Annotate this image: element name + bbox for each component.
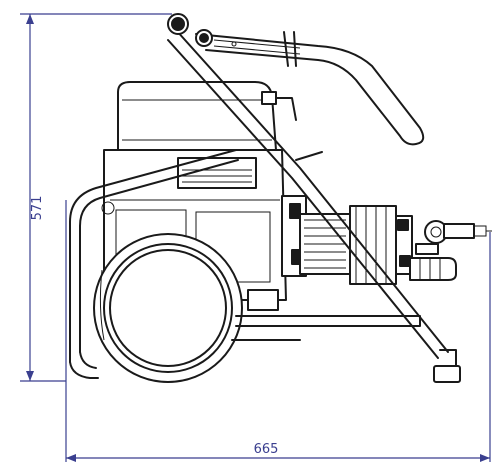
wheel — [93, 233, 243, 383]
width-dimension: 665 — [65, 200, 491, 462]
handle-frame — [167, 13, 461, 383]
base-rail — [231, 315, 421, 341]
height-dimension-label: 571 — [30, 196, 45, 221]
height-dimension: 571 — [20, 13, 172, 382]
width-dimension-label: 665 — [254, 442, 279, 457]
engine — [103, 81, 287, 311]
pump — [281, 195, 492, 285]
frame-loop-left — [69, 149, 239, 379]
